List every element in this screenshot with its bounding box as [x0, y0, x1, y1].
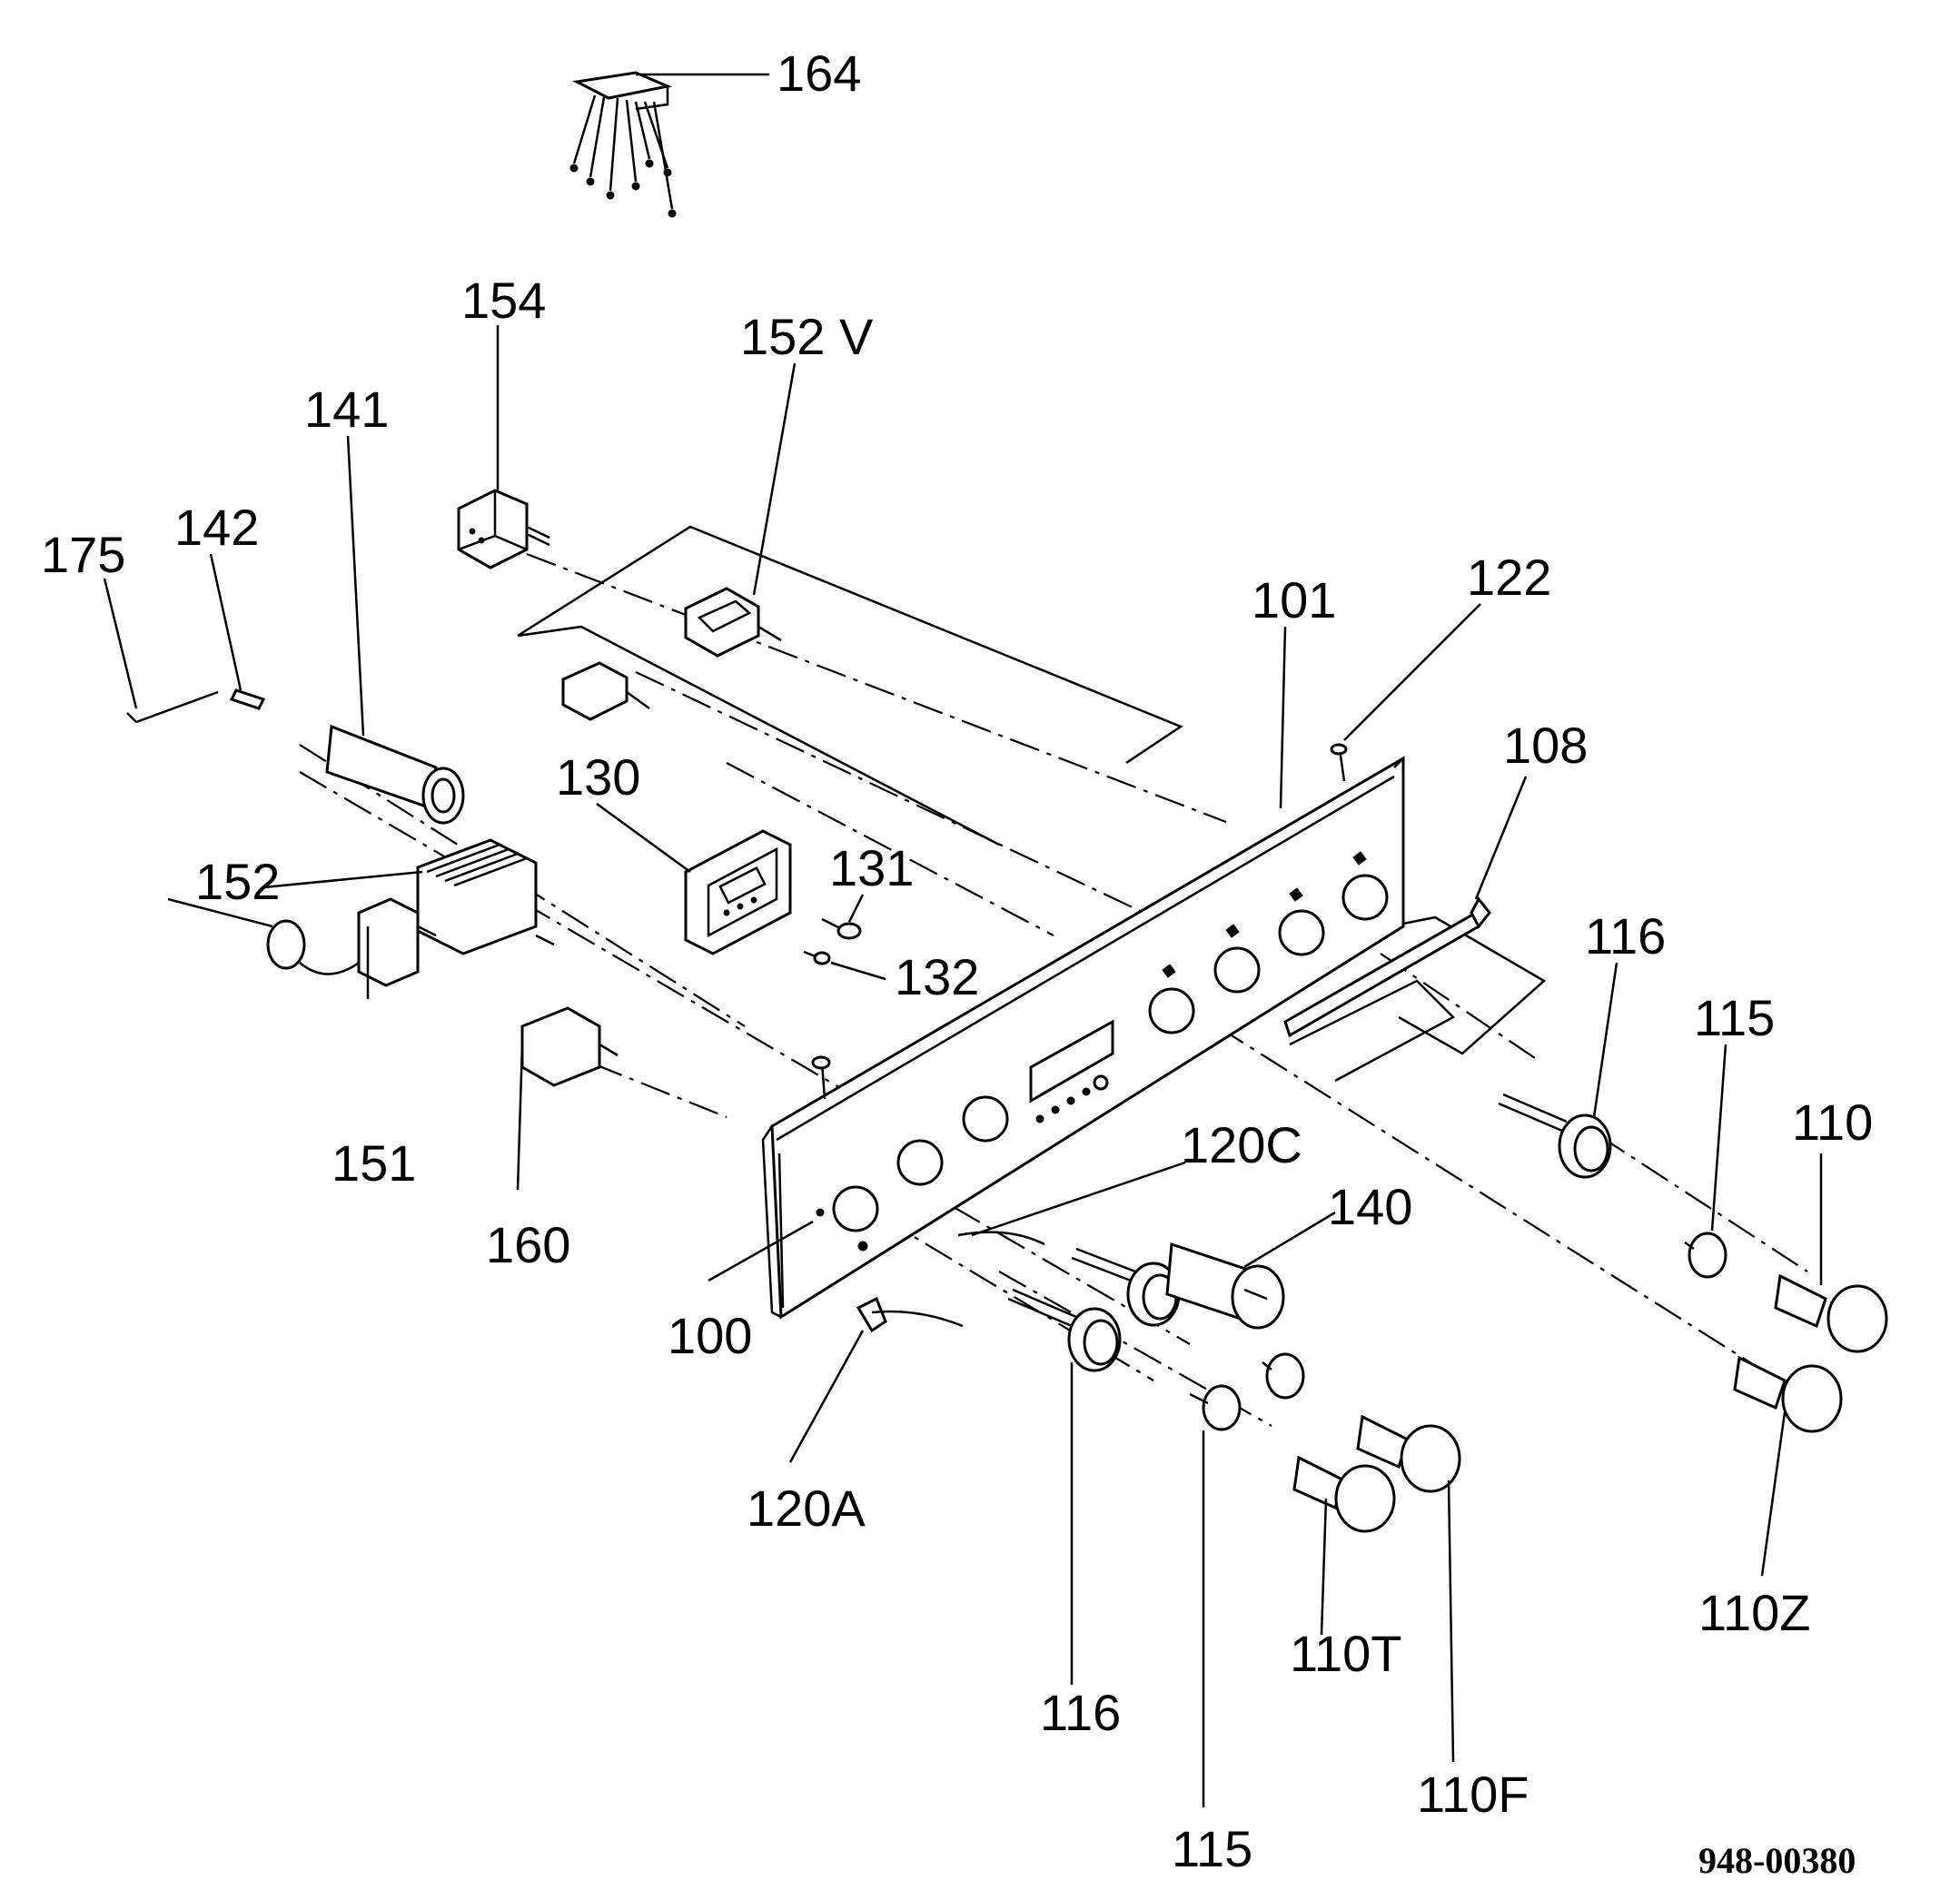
timer-display-window — [1029, 1019, 1114, 1103]
label-142: 142 — [174, 499, 259, 556]
label-101: 101 — [1252, 571, 1336, 628]
panel-knob-hole-6 — [1278, 909, 1325, 956]
screw-part-122 — [811, 743, 1348, 1100]
label-160: 160 — [486, 1216, 570, 1273]
part-120C-clip — [957, 1231, 1045, 1246]
part-151-switch — [167, 897, 437, 987]
label-141: 141 — [304, 381, 389, 438]
part-110F-knob — [1356, 1414, 1461, 1493]
label-152V: 152 V — [740, 308, 874, 365]
part-115-ring-mid — [1262, 1352, 1305, 1400]
part-164-connector — [569, 71, 677, 218]
part-116-ring-left — [1007, 1288, 1122, 1372]
callout-labels: 164 154 152 V 141 175 142 101 122 108 13… — [41, 45, 1873, 1881]
label-131: 131 — [829, 839, 914, 896]
part-110T-knob — [1292, 1455, 1396, 1533]
label-122: 122 — [1467, 549, 1551, 606]
label-110: 110 — [1792, 1093, 1873, 1151]
label-110F: 110F — [1417, 1766, 1529, 1823]
label-115-left: 115 — [1172, 1820, 1252, 1877]
label-130: 130 — [556, 748, 640, 806]
label-116-left: 116 — [1040, 1684, 1121, 1741]
leader-lines — [103, 73, 1823, 1807]
switch-part-small — [561, 661, 650, 721]
part-116-ring-right — [1498, 1093, 1612, 1179]
part-115-ring-left — [1189, 1384, 1242, 1431]
part-152V-switch — [684, 587, 782, 658]
label-175: 175 — [41, 526, 125, 583]
label-108: 108 — [1503, 717, 1588, 774]
part-115-ring-right — [1684, 1232, 1727, 1279]
part-130-timer — [684, 829, 792, 955]
rear-bracket-plate — [517, 525, 1547, 1083]
part-142-pin — [229, 688, 266, 710]
label-116-right: 116 — [1585, 907, 1666, 965]
panel-knob-hole-5 — [1213, 946, 1261, 994]
assembly-axes — [299, 552, 1808, 1427]
part-132-screw — [803, 950, 831, 965]
part-152-terminal-block — [416, 838, 555, 955]
part-120A-clip — [856, 1296, 964, 1333]
panel-knob-hole-7 — [1341, 874, 1389, 921]
part-141-lamp-holder — [325, 724, 465, 825]
part-116-ring-mid — [1071, 1247, 1181, 1327]
panel-knob-hole-1 — [832, 1185, 879, 1232]
label-110Z: 110Z — [1698, 1584, 1810, 1641]
label-154: 154 — [461, 272, 546, 329]
label-115-right: 115 — [1694, 989, 1775, 1046]
control-panel — [761, 756, 1405, 1320]
panel-knob-hole-2 — [896, 1139, 944, 1186]
label-110T: 110T — [1290, 1625, 1401, 1682]
part-110-knob — [1774, 1273, 1888, 1353]
label-100: 100 — [668, 1307, 752, 1364]
label-151: 151 — [332, 1134, 416, 1192]
label-164: 164 — [777, 45, 861, 102]
label-132: 132 — [895, 948, 979, 1005]
drawing-code: 948-00380 — [1698, 1840, 1856, 1881]
part-175-rod — [126, 690, 219, 724]
label-152: 152 — [195, 853, 280, 910]
part-131-screw — [821, 917, 862, 940]
label-120C: 120C — [1181, 1116, 1302, 1173]
part-154-switch — [457, 489, 550, 569]
label-120A: 120A — [747, 1479, 866, 1537]
part-160-switch — [520, 1006, 619, 1087]
panel-knob-hole-3 — [962, 1095, 1009, 1143]
part-110Z-knob — [1733, 1355, 1843, 1433]
part-140-lamp — [1165, 1242, 1285, 1330]
bracket-part-108 — [1283, 896, 1491, 1038]
panel-knob-hole-4 — [1148, 987, 1195, 1034]
label-140: 140 — [1328, 1178, 1412, 1235]
